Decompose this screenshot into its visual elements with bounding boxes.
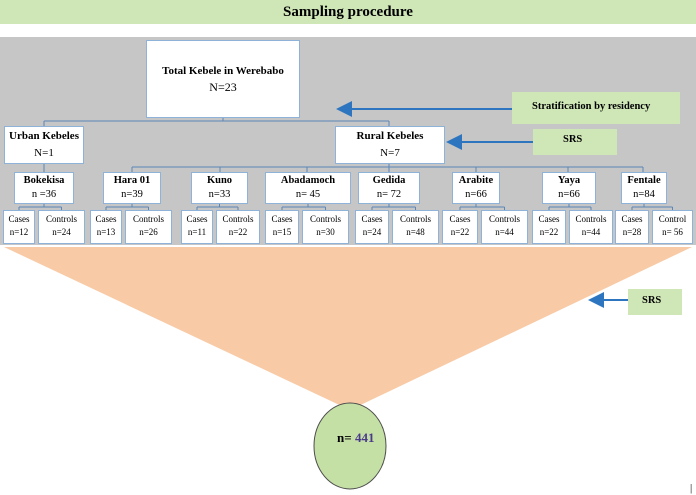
kebele-count: n=66 bbox=[465, 189, 487, 200]
cases-node-count: n=24 bbox=[362, 227, 382, 237]
controls-node-label: Controls bbox=[222, 214, 254, 224]
cases-node: Cases n=22 bbox=[532, 210, 566, 244]
rural-node: Rural Kebeles N=7 bbox=[335, 126, 445, 164]
root-node: Total Kebele in Werebabo N=23 bbox=[146, 40, 300, 118]
cases-node-label: Cases bbox=[271, 214, 293, 224]
srs-label-1: SRS bbox=[533, 129, 617, 155]
kebele-name: Abadamoch bbox=[280, 175, 336, 186]
cases-node: Cases n=28 bbox=[615, 210, 649, 244]
kebele-node: Fentale n=84 bbox=[621, 172, 667, 204]
cases-node-count: n=13 bbox=[96, 227, 116, 237]
controls-node: Control n= 56 bbox=[652, 210, 693, 244]
controls-node-label: Controls bbox=[399, 214, 431, 224]
cases-node-label: Cases bbox=[449, 214, 471, 224]
controls-node: Controls n=24 bbox=[38, 210, 85, 244]
cases-node-label: Cases bbox=[538, 214, 560, 224]
controls-node-count: n=44 bbox=[495, 227, 514, 237]
controls-node-count: n=48 bbox=[406, 227, 425, 237]
controls-node-label: Controls bbox=[575, 214, 607, 224]
kebele-count: n= 72 bbox=[376, 189, 402, 200]
controls-node-count: n=30 bbox=[316, 227, 335, 237]
total-value: 441 bbox=[355, 430, 375, 445]
kebele-count: n=84 bbox=[633, 189, 655, 200]
controls-node-count: n=24 bbox=[52, 227, 71, 237]
rural-count: N=7 bbox=[380, 147, 400, 159]
cases-node-label: Cases bbox=[621, 214, 643, 224]
total-label: n= bbox=[337, 430, 352, 445]
cases-node: Cases n=15 bbox=[265, 210, 299, 244]
total-circle bbox=[313, 402, 387, 490]
kebele-count: n= 45 bbox=[295, 189, 321, 200]
kebele-node: Hara 01 n=39 bbox=[103, 172, 161, 204]
sampling-funnel bbox=[4, 247, 692, 410]
controls-node: Controls n=44 bbox=[569, 210, 613, 244]
kebele-node: Bokekisa n =36 bbox=[14, 172, 74, 204]
controls-node-count: n=26 bbox=[139, 227, 158, 237]
kebele-name: Gedida bbox=[372, 175, 406, 186]
controls-node-label: Control bbox=[658, 214, 687, 224]
cases-node-count: n=12 bbox=[9, 227, 29, 237]
controls-node: Controls n=48 bbox=[392, 210, 439, 244]
cases-node-count: n=28 bbox=[622, 227, 642, 237]
kebele-name: Bokekisa bbox=[23, 175, 65, 186]
cases-node: Cases n=13 bbox=[90, 210, 122, 244]
stratification-label: Stratification by residency bbox=[512, 92, 680, 124]
cases-node: Cases n=11 bbox=[181, 210, 213, 244]
controls-node-label: Controls bbox=[488, 214, 520, 224]
cases-node-count: n=22 bbox=[450, 227, 470, 237]
root-count: N=23 bbox=[209, 80, 237, 94]
stray-mark: | bbox=[690, 482, 693, 494]
kebele-name: Yaya bbox=[557, 175, 581, 186]
rural-label: Rural Kebeles bbox=[356, 130, 424, 142]
controls-node: Controls n=30 bbox=[302, 210, 349, 244]
kebele-node: Arabite n=66 bbox=[452, 172, 500, 204]
kebele-node: Abadamoch n= 45 bbox=[265, 172, 351, 204]
controls-node-count: n=22 bbox=[228, 227, 248, 237]
cases-node-count: n=22 bbox=[539, 227, 559, 237]
kebele-count: n=66 bbox=[558, 189, 580, 200]
kebele-name: Hara 01 bbox=[113, 175, 151, 186]
cases-node-count: n=15 bbox=[272, 227, 292, 237]
kebele-node: Kuno n=33 bbox=[191, 172, 248, 204]
kebele-node: Gedida n= 72 bbox=[358, 172, 420, 204]
controls-node-label: Controls bbox=[309, 214, 341, 224]
urban-label: Urban Kebeles bbox=[9, 130, 79, 142]
controls-node-label: Controls bbox=[132, 214, 164, 224]
cases-node: Cases n=22 bbox=[442, 210, 478, 244]
controls-node: Controls n=26 bbox=[125, 210, 172, 244]
kebele-name: Fentale bbox=[627, 175, 661, 186]
diagram-title: Sampling procedure bbox=[0, 0, 696, 24]
controls-node-label: Controls bbox=[45, 214, 77, 224]
cases-node-label: Cases bbox=[361, 214, 383, 224]
controls-node-count: n=44 bbox=[581, 227, 601, 237]
kebele-name: Arabite bbox=[458, 175, 494, 186]
cases-node-label: Cases bbox=[186, 214, 208, 224]
root-label: Total Kebele in Werebabo bbox=[162, 65, 284, 77]
urban-node: Urban Kebeles N=1 bbox=[4, 126, 84, 164]
cases-node-label: Cases bbox=[8, 214, 30, 224]
controls-node: Controls n=22 bbox=[216, 210, 260, 244]
kebele-count: n=39 bbox=[121, 189, 143, 200]
kebele-node: Yaya n=66 bbox=[542, 172, 596, 204]
controls-node: Controls n=44 bbox=[481, 210, 528, 244]
kebele-name: Kuno bbox=[206, 175, 233, 186]
controls-node-count: n= 56 bbox=[662, 227, 683, 237]
srs-label-2: SRS bbox=[628, 289, 682, 315]
cases-node-label: Cases bbox=[95, 214, 117, 224]
kebele-count: n =36 bbox=[31, 189, 57, 200]
kebele-count: n=33 bbox=[208, 189, 231, 200]
tree-connectors bbox=[18, 118, 673, 210]
urban-count: N=1 bbox=[34, 147, 54, 159]
cases-node: Cases n=12 bbox=[3, 210, 35, 244]
cases-node-count: n=11 bbox=[187, 227, 207, 237]
cases-node: Cases n=24 bbox=[355, 210, 389, 244]
